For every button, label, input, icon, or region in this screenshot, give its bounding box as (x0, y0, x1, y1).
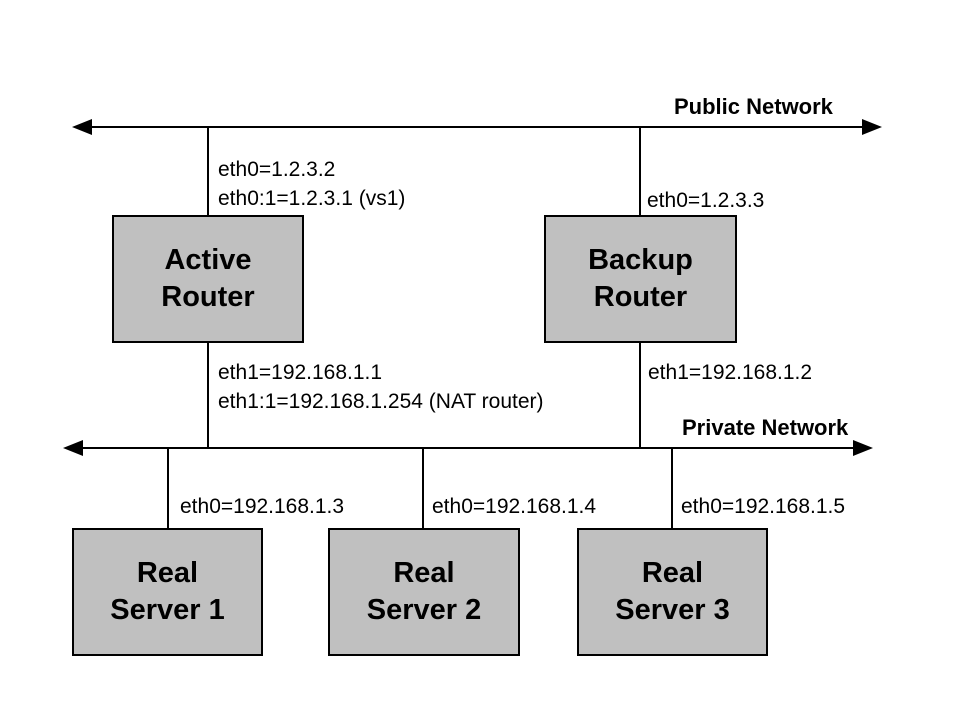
active-router-label-line1: Active (164, 244, 252, 276)
real-server-1-eth0-label: eth0=192.168.1.3 (180, 495, 345, 518)
backup-router-node: Backup Router (544, 215, 737, 343)
real-server-3-label-line2: Server 3 (615, 594, 730, 626)
real-server-1-label-line1: Real (136, 557, 199, 589)
private-network-label: Private Network (682, 415, 849, 440)
backup-router-label-line2: Router (593, 281, 688, 313)
backup-router-eth0-label: eth0=1.2.3.3 (647, 189, 765, 212)
real-server-2-link-line (422, 448, 424, 528)
real-server-1-label-line2: Server 1 (110, 594, 225, 626)
private-network-right-arrow-icon (853, 440, 873, 456)
private-network-left-arrow-icon (63, 440, 83, 456)
public-network-right-arrow-icon (862, 119, 882, 135)
active-router-eth0-label: eth0=1.2.3.2 (218, 158, 336, 181)
private-network-line (79, 447, 857, 449)
real-server-1-node: Real Server 1 (72, 528, 263, 656)
real-server-2-label-line1: Real (393, 557, 455, 589)
active-router-uplink-line (207, 127, 209, 215)
real-server-3-label-line1: Real (641, 557, 704, 589)
real-server-2-eth0-label: eth0=192.168.1.4 (432, 495, 597, 518)
active-router-eth0-alias-label: eth0:1=1.2.3.1 (vs1) (218, 187, 406, 210)
real-server-3-node: Real Server 3 (577, 528, 768, 656)
real-server-3-link-line (671, 448, 673, 528)
backup-router-eth1-label: eth1=192.168.1.2 (648, 361, 813, 384)
active-router-downlink-line (207, 343, 209, 448)
real-server-2-label-line2: Server 2 (366, 594, 482, 626)
public-network-line (88, 126, 866, 128)
active-router-eth1-label: eth1=192.168.1.1 (218, 361, 383, 384)
backup-router-label-line1: Backup (588, 244, 693, 276)
backup-router-uplink-line (639, 127, 641, 215)
active-router-node: Active Router (112, 215, 304, 343)
active-router-label-line2: Router (161, 281, 255, 313)
real-server-2-node: Real Server 2 (328, 528, 520, 656)
active-router-eth1-alias-label: eth1:1=192.168.1.254 (NAT router) (218, 390, 544, 413)
backup-router-downlink-line (639, 343, 641, 448)
real-server-1-link-line (167, 448, 169, 528)
real-server-3-eth0-label: eth0=192.168.1.5 (681, 495, 846, 518)
public-network-label: Public Network (674, 94, 833, 119)
public-network-left-arrow-icon (72, 119, 92, 135)
